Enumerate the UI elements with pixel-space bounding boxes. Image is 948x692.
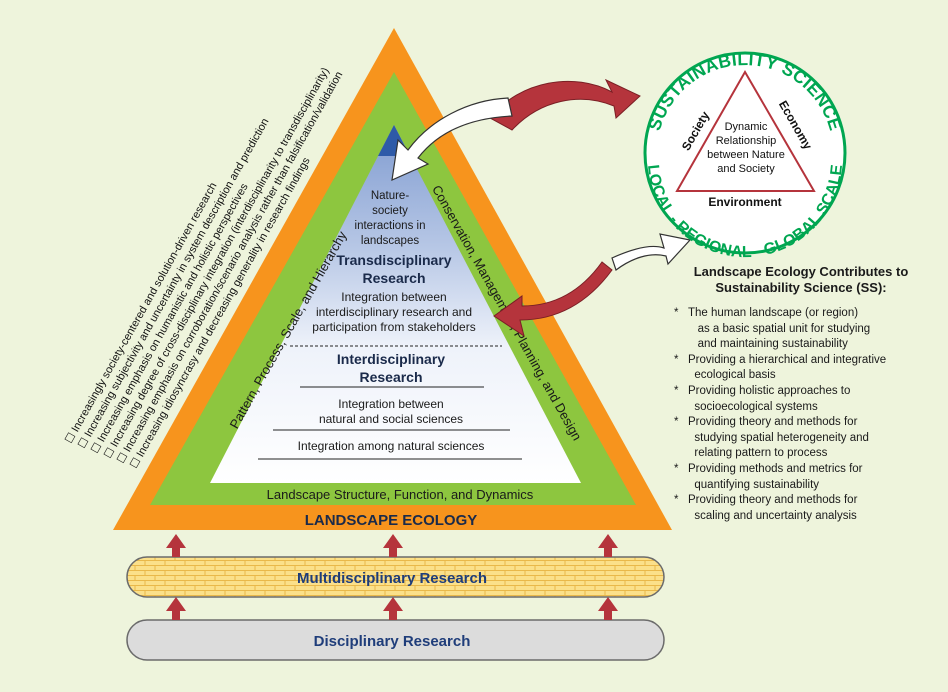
contribution-line: as a basic spatial unit for studying (697, 322, 871, 335)
contribution-line: The human landscape (or region) (688, 307, 859, 319)
apex-line: landscapes (361, 235, 419, 247)
contribution-item: *The human landscape (or region) as a ba… (674, 307, 871, 351)
inter-desc: Integration between (338, 397, 443, 411)
apex-text: Nature- society interactions in landscap… (355, 190, 426, 247)
red-arrow-top (489, 78, 641, 131)
up-arrow (598, 597, 618, 620)
ss-environment-label: Environment (708, 195, 781, 209)
contribution-line: relating pattern to process (694, 447, 828, 460)
contribution-line: ecological basis (694, 369, 776, 382)
contributions-title-line: Landscape Ecology Contributes to (693, 264, 909, 279)
ss-center-line: Relationship (716, 135, 777, 147)
ss-center-line: Dynamic (725, 121, 768, 133)
contribution-line: socioecological systems (694, 400, 818, 413)
contributions-panel: Landscape Ecology Contributes to Sustain… (666, 264, 936, 524)
trans-title: Transdisciplinary (336, 252, 451, 268)
contributions-title-line: Sustainability Science (SS): (715, 280, 887, 295)
green-bottom-label: Landscape Structure, Function, and Dynam… (267, 487, 534, 502)
up-arrow (383, 597, 403, 620)
contribution-item: *Providing theory and methods for scalin… (674, 494, 858, 522)
up-arrow (383, 534, 403, 557)
up-arrow (166, 534, 186, 557)
apex-line: Nature- (371, 190, 410, 202)
contributions-title: Landscape Ecology Contributes to Sustain… (666, 264, 936, 296)
contribution-line: Providing theory and methods for (688, 416, 858, 429)
white-arrow-right (611, 233, 692, 271)
ss-center-line: and Society (717, 163, 775, 175)
ss-center-line: between Nature (707, 149, 785, 161)
trans-desc: participation from stakeholders (312, 320, 475, 334)
up-arrow (598, 534, 618, 557)
red-arrow-bottom (493, 261, 613, 338)
contribution-line: Providing a hierarchical and integrative (688, 353, 887, 366)
landscape-ecology-label: LANDSCAPE ECOLOGY (305, 512, 478, 529)
contribution-item: *Providing holistic approaches to socioe… (674, 384, 851, 413)
multidisciplinary-label: Multidisciplinary Research (297, 570, 487, 587)
contributions-list: *The human landscape (or region) as a ba… (666, 306, 936, 524)
contribution-line: Providing holistic approaches to (688, 384, 851, 397)
ss-inner-triangle (675, 69, 816, 192)
inner-triangle (210, 125, 581, 483)
inter-title: Research (359, 369, 422, 385)
contribution-line: studying spatial heterogeneity and (694, 431, 869, 444)
white-arrow-left (391, 97, 513, 181)
disciplinary-label: Disciplinary Research (314, 633, 471, 650)
inter-desc: natural and social sciences (319, 412, 463, 426)
apex-line: interactions in (355, 220, 426, 232)
interdisciplinary-block: Interdisciplinary Research (337, 351, 445, 385)
trans-desc: interdisciplinary research and (316, 305, 472, 319)
apex-line: society (372, 205, 408, 217)
trans-title: Research (362, 270, 425, 286)
up-arrows (166, 534, 618, 620)
trans-desc: Integration between (341, 290, 446, 304)
contribution-line: Providing theory and methods for (688, 494, 858, 507)
inter-title: Interdisciplinary (337, 351, 445, 367)
contribution-line: scaling and uncertainty analysis (694, 509, 857, 522)
contribution-item: *Providing a hierarchical and integrativ… (674, 353, 887, 382)
contribution-line: Providing methods and metrics for (688, 462, 863, 475)
contribution-line: quantifying sustainability (694, 478, 820, 491)
contribution-item: *Providing methods and metrics for quant… (674, 462, 863, 491)
contribution-line: and maintaining sustainability (697, 338, 848, 351)
up-arrow (166, 597, 186, 620)
natural-sciences-line: Integration among natural sciences (298, 439, 485, 453)
transdisciplinary-block: Transdisciplinary Research Integration b… (312, 252, 475, 334)
contribution-item: *Providing theory and methods for studyi… (674, 416, 869, 460)
